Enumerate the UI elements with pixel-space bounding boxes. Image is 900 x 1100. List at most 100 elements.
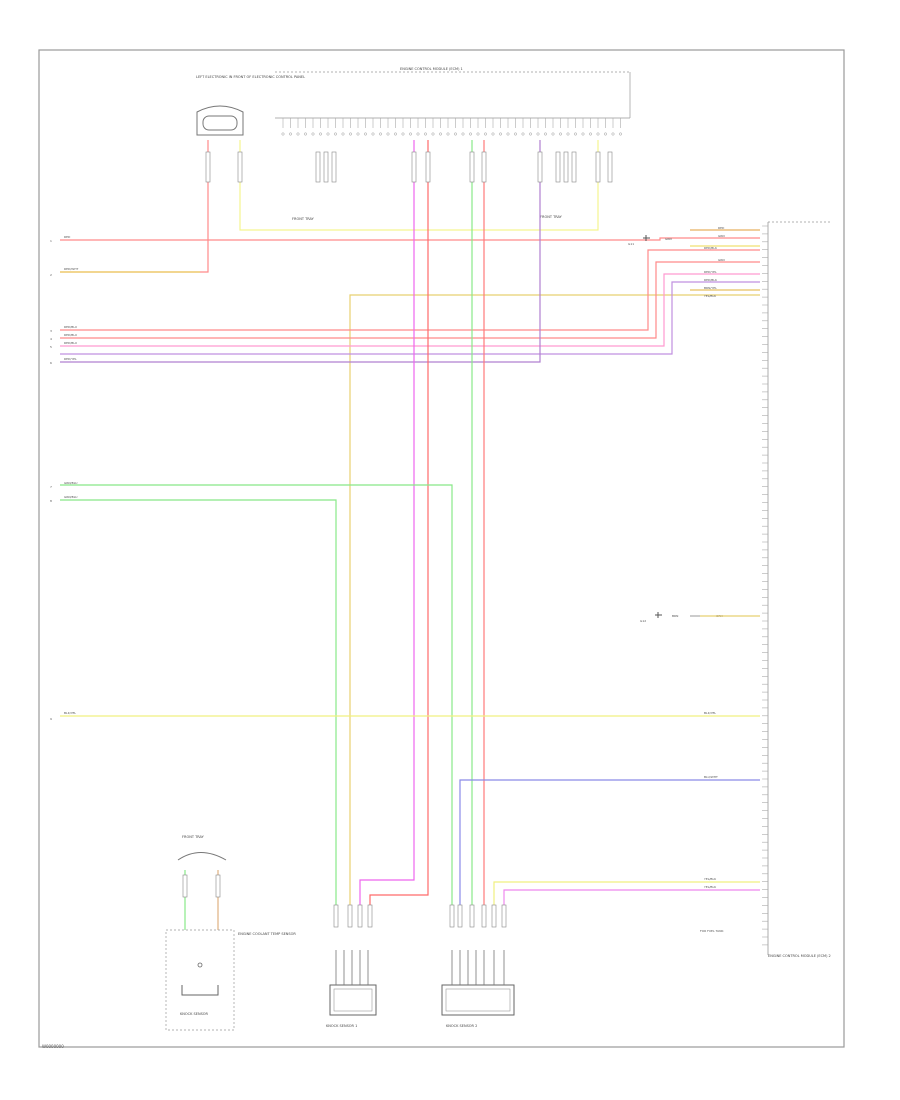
- ecm-top-pin-dot: [281, 132, 285, 136]
- wire-red-3: [60, 261, 760, 339]
- connector-stub: [607, 151, 613, 183]
- connector-stub: [449, 904, 455, 928]
- connector-stub: [481, 904, 487, 928]
- connector-stub: [333, 904, 339, 928]
- ecm-top-pin-dot: [356, 132, 360, 136]
- ecm-top-pin-dot: [476, 132, 480, 136]
- right-label-7: BRN/YEL: [704, 286, 717, 290]
- wire-green-3: [60, 499, 337, 910]
- left-num-8: 8: [50, 499, 52, 503]
- sensor-left-caption: KNOCK SENSOR: [180, 1012, 209, 1016]
- wire-magenta-bottom: [503, 889, 760, 910]
- connector-stub: [347, 904, 353, 928]
- sensor-left: FRONT TRAY KNOCK SENSOR ENGINE COOLANT T…: [165, 835, 296, 1031]
- ecm-top-pin-dot: [491, 132, 495, 136]
- ecm-top-pin-dot: [536, 132, 540, 136]
- ecm-top-pin-dot: [611, 132, 615, 136]
- connector-stub: [331, 151, 337, 183]
- ecm-right-label: ENGINE CONTROL MODULE (ECM) 2: [768, 954, 831, 958]
- ecm-top-pin-dot: [559, 132, 562, 136]
- connector-stub: [182, 874, 188, 898]
- connector-stubs-bottom: [182, 874, 507, 985]
- left-num-7: 7: [50, 485, 52, 489]
- fuse-label-text: LEFT ELECTRONIC IN FRONT OF ELECTRONIC C…: [196, 75, 305, 79]
- connector-stub: [595, 151, 601, 183]
- connector-stub: [323, 151, 329, 183]
- left-label-5: RED/BLU: [64, 341, 77, 345]
- knock-sensor-1-label: KNOCK SENSOR 1: [326, 1024, 357, 1028]
- front-tray-tag-a: FRONT TRAY: [292, 217, 315, 221]
- ecm-top-pin-dot: [424, 132, 427, 136]
- right-label-6: RED/BLK: [704, 278, 718, 282]
- right-mid-1: BLK/YEL: [704, 711, 716, 715]
- right-label-2: GRN: [718, 234, 725, 238]
- ecm-top-pin-dot: [341, 132, 345, 136]
- ground-label-2: BRN: [672, 614, 678, 618]
- ecm-top-pin-dot: [289, 132, 292, 136]
- right-label-5: RED/YEL: [704, 270, 717, 274]
- left-label-2: RED/WHT: [64, 267, 79, 271]
- ecm-top-pin-dot: [506, 132, 510, 136]
- ecm-top-pin-dot: [574, 132, 577, 136]
- right-label-4: GRN: [718, 258, 725, 262]
- connector-stub: [205, 151, 211, 183]
- ecm-top-pin-dot: [514, 132, 517, 136]
- left-conn-tag: FRONT TRAY: [182, 835, 205, 839]
- wire-red-4: [60, 273, 760, 347]
- left-num-4: 4: [50, 337, 52, 341]
- ecm-top-pin-dot: [379, 132, 382, 136]
- ecm-right-pins: [762, 225, 768, 946]
- knock-sensor-1: KNOCK SENSOR 1: [326, 984, 377, 1028]
- ecm-top-pin-dot: [386, 132, 390, 136]
- wires: [60, 140, 760, 930]
- left-num-2: 2: [50, 273, 52, 277]
- left-label-8: GRN/BLU: [64, 495, 77, 499]
- ecm-top-pin-dot: [319, 132, 322, 136]
- left-label-9: BLK/YEL: [64, 711, 76, 715]
- connector-stub: [457, 904, 463, 928]
- ecm-top-pin-dot: [409, 132, 412, 136]
- ecm-top-pin-dot: [551, 132, 555, 136]
- fuse-top-left: LEFT ELECTRONIC IN FRONT OF ELECTRONIC C…: [196, 75, 305, 136]
- connector-stub: [469, 151, 475, 183]
- wire-purple-1: [60, 281, 760, 355]
- ecm-right: ENGINE CONTROL MODULE (ECM) 2: [767, 221, 831, 958]
- ecm-top-pin-dot: [334, 132, 337, 136]
- left-num-5: 5: [50, 345, 52, 349]
- diagram-code: W0000000: [42, 1044, 64, 1049]
- ecm-top-pin-dot: [394, 132, 397, 136]
- ecm-top-pin-dot: [499, 132, 502, 136]
- connector-stub: [481, 151, 487, 183]
- ecm-top-pin-dot: [619, 132, 622, 136]
- right-label-8: YEL/BLK: [704, 294, 717, 298]
- connector-stub: [367, 904, 373, 928]
- ecm-top-label: ENGINE CONTROL MODULE (ECM) 1: [400, 67, 463, 71]
- ecm-top-pin-dot: [296, 132, 300, 136]
- ecm-top-pin-dot: [529, 132, 532, 136]
- connector-stubs-top: [205, 151, 613, 183]
- ecm-top-pins: [281, 118, 622, 136]
- connector-stub: [357, 904, 363, 928]
- connector-stub: [563, 151, 569, 183]
- left-num-1: 1: [50, 239, 52, 243]
- knock-sensor-2-label: KNOCK SENSOR 2: [446, 1024, 477, 1028]
- ecm-top-pin-dot: [596, 132, 600, 136]
- right-label-3: RED/BLK: [704, 246, 718, 250]
- ecm-top: ENGINE CONTROL MODULE (ECM) 1: [275, 67, 631, 119]
- ecm-top-pin-dot: [544, 132, 547, 136]
- right-label-1: RED: [718, 226, 725, 230]
- bottom-right-label: FOR FUEL TANK: [700, 929, 724, 933]
- connector-stub: [501, 904, 507, 928]
- left-label-1: RED: [64, 235, 71, 239]
- right-mid-2: BLU/WHT: [704, 775, 718, 779]
- left-label-4: RED/BLU: [64, 333, 77, 337]
- front-tray-tag-b: FRONT TRAY: [540, 215, 563, 219]
- ecm-top-pin-dot: [521, 132, 525, 136]
- ecm-top-pin-dot: [364, 132, 367, 136]
- ground-id-2: G12: [640, 619, 646, 623]
- ecm-top-pin-dot: [461, 132, 465, 136]
- ecm-top-pin-dot: [604, 132, 607, 136]
- ecm-top-pin-dot: [589, 132, 592, 136]
- knock-sensor-2: KNOCK SENSOR 2: [441, 984, 515, 1028]
